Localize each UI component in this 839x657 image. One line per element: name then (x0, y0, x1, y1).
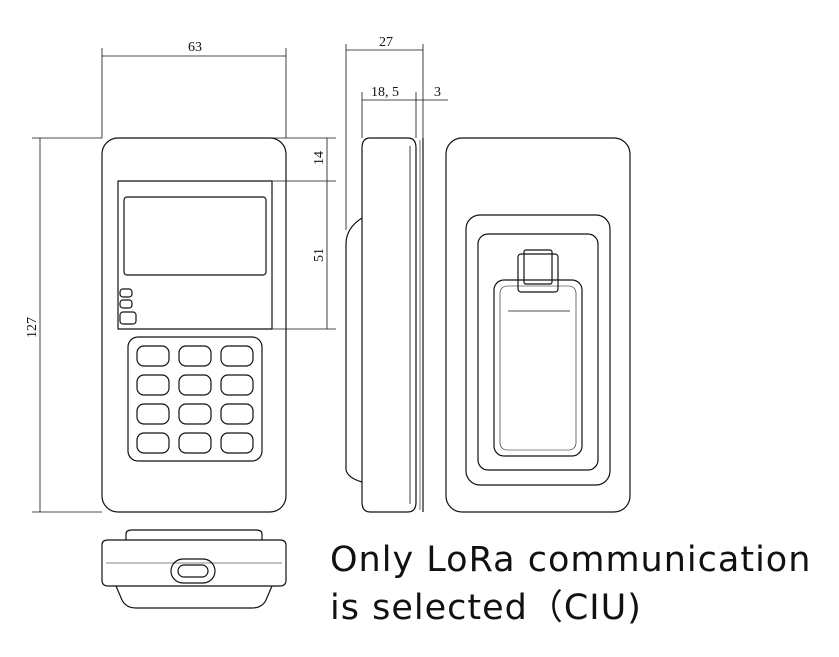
display-screen (123, 196, 267, 276)
mount-plate-inner (499, 285, 577, 451)
back-view (445, 137, 631, 513)
back-recess-outer (465, 214, 611, 486)
keypad-key-10 (136, 432, 170, 454)
dim-185-label: 18, 5 (371, 85, 399, 100)
back-recess-inner (477, 233, 599, 471)
dim-3-label: 3 (434, 85, 441, 100)
keypad-key-7 (136, 403, 170, 425)
indicator-led-3 (119, 311, 137, 325)
dim-63-label: 63 (188, 40, 202, 55)
latch-tab-inner (523, 249, 553, 285)
keypad-key-12 (220, 432, 254, 454)
usb-port-inner (177, 564, 209, 578)
front-view: 63 127 14 51 (25, 40, 336, 513)
back-body-outline (445, 137, 631, 513)
keypad-key-8 (178, 403, 212, 425)
front-body-outline (101, 137, 287, 513)
keypad-key-11 (178, 432, 212, 454)
side-view: 27 18, 5 3 (345, 35, 448, 513)
dim-127-label: 127 (25, 317, 40, 338)
caption-line-2: is selected（CIU) (330, 588, 642, 628)
dim-51-label: 51 (312, 248, 327, 262)
side-bump (345, 217, 363, 483)
caption: Only LoRa communication is selected（CIU) (330, 536, 835, 632)
keypad-key-2 (178, 345, 212, 367)
dim-14-label: 14 (312, 151, 327, 165)
keypad-key-3 (220, 345, 254, 367)
latch-tab (517, 253, 559, 293)
bottom-lower-lip (115, 585, 273, 609)
bottom-outline (101, 539, 287, 587)
usb-port-outer (170, 558, 216, 584)
keypad-key-9 (220, 403, 254, 425)
indicator-led-1 (119, 288, 133, 298)
keypad-key-5 (178, 374, 212, 396)
keypad-frame (127, 336, 263, 462)
keypad-key-4 (136, 374, 170, 396)
caption-line-1: Only LoRa communication (330, 540, 812, 580)
keypad-keys (136, 345, 254, 454)
display-bezel (117, 180, 273, 330)
dim-27-label: 27 (379, 35, 393, 50)
keypad-key-1 (136, 345, 170, 367)
bottom-view (101, 529, 287, 609)
mount-plate (493, 279, 583, 457)
bottom-top-lip (125, 529, 263, 540)
indicator-led-2 (119, 299, 133, 309)
keypad-key-6 (220, 374, 254, 396)
side-body-outline (361, 137, 417, 513)
